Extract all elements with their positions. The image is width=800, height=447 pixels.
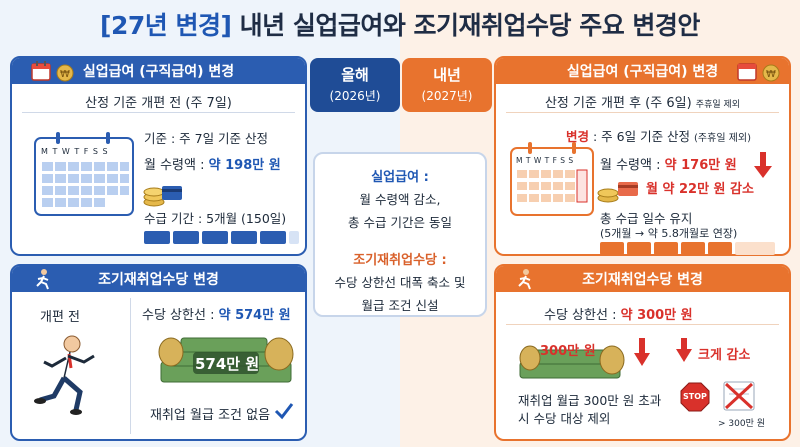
running-person-icon: [36, 269, 49, 290]
current-cap-value: 약 574만 원: [218, 308, 291, 323]
next-subtitle: 산정 기준 개편 후 (주 6일) 주휴일 제외: [496, 92, 789, 111]
next-year-label: 내년: [433, 66, 461, 84]
next-subtitle-note: 주휴일 제외: [695, 100, 741, 110]
next-monthly-label: 월 수령액 :: [600, 158, 665, 173]
current-subtitle: 산정 기준 개편 전 (주 7일): [85, 96, 232, 111]
running-man-icon: [34, 335, 95, 415]
current-benefit-header-text: 실업급여 (구직급여) 변경: [82, 64, 235, 80]
current-reemployment-card: 조기재취업수당 변경 개편 전 수당 상한선 : 약 574만 원 57: [10, 264, 307, 441]
current-money-label: 574만 원: [195, 355, 260, 373]
over-threshold: > 300만 원: [718, 419, 766, 429]
document-cross-icon: [723, 381, 755, 411]
summary-box: 실업급여 : 월 수령액 감소, 총 수급 기간은 동일 조기재취업수당 : 수…: [313, 152, 487, 317]
next-benefit-header-text: 실업급여 (구직급여) 변경: [566, 64, 719, 80]
next-benefit-card: 실업급여 (구직급여) 변경 ₩ 산정 기준 개편 후 (주 6일) 주휴일 제…: [494, 56, 791, 256]
current-year-value: (2026년): [329, 89, 381, 103]
next-cap: 수당 상한선 : 약 300만 원: [544, 304, 693, 323]
next-money-label: 300만 원: [540, 344, 596, 359]
next-year-value: (2027년): [421, 89, 473, 103]
svg-text:₩: ₩: [60, 69, 70, 80]
current-basis: 기준 : 주 7일 기준 산정: [144, 131, 269, 146]
next-change-note: (주휴일 제외): [694, 133, 752, 144]
current-reemployment-header-text: 조기재취업수당 변경: [98, 272, 219, 288]
summary-reemployment-title: 조기재취업수당 :: [353, 253, 447, 268]
next-keep: 총 수급 일수 유지: [600, 211, 693, 226]
current-monthly: 월 수령액 : 약 198만 원: [144, 154, 281, 173]
current-monthly-label: 월 수령액 :: [144, 158, 209, 173]
money-bag-icon: ₩: [762, 64, 780, 82]
title-rest: 내년 실업급여와 조기재취업수당 주요 변경안: [231, 11, 701, 40]
calendar-icon: [31, 61, 51, 81]
divider: [22, 112, 295, 113]
divider-vertical: [130, 298, 131, 434]
no-condition: 재취업 월급 조건 없음: [150, 408, 271, 423]
calendar-grid-icon: [510, 142, 594, 216]
next-monthly: 월 수령액 : 약 176만 원: [600, 154, 737, 173]
summary-reemployment-line2: 월급 조건 신설: [361, 298, 439, 313]
money-pile-icon: [519, 345, 625, 379]
stop-sign-icon: [680, 382, 710, 412]
next-subtitle-text: 산정 기준 개편 후 (주 6일): [544, 96, 692, 111]
summary-benefit-title: 실업급여 :: [371, 170, 429, 185]
coins-card-icon: [143, 186, 182, 207]
divider: [506, 112, 779, 113]
summary-benefit-line2: 총 수급 기간은 동일: [348, 215, 452, 230]
calendar-icon: [737, 63, 757, 81]
summary-reemployment-line1: 수당 상한선 대폭 축소 및: [334, 275, 466, 290]
current-cap-label: 수당 상한선 :: [142, 308, 219, 323]
page-title: [27년 변경] 내년 실업급여와 조기재취업수당 주요 변경안: [0, 6, 800, 42]
next-reemployment-header: 조기재취업수당 변경: [496, 266, 789, 292]
current-cap: 수당 상한선 : 약 574만 원: [142, 304, 291, 323]
current-year-badge: 올해 (2026년): [310, 58, 400, 112]
next-change-text: : 주 6일 기준 산정: [589, 129, 695, 144]
next-reemployment-card: 조기재취업수당 변경 수당 상한선 : 약 300만 원 300만 원 크게 감…: [494, 264, 791, 441]
summary-benefit-line1: 월 수령액 감소,: [359, 192, 441, 207]
condition-line2: 시 수당 대상 제외: [518, 411, 611, 426]
current-benefit-card: 실업급여 (구직급여) 변경 ₩ 산정 기준 개편 전 (주 7일) M T W…: [10, 56, 307, 256]
running-person-icon: [518, 269, 531, 290]
down-arrow-icon: [634, 338, 650, 366]
next-cap-value: 약 300만 원: [620, 308, 693, 323]
calendar-weekdays: M T W T F S S: [516, 156, 574, 165]
next-change: 변경 : 주 6일 기준 산정 (주휴일 제외): [566, 126, 751, 145]
title-highlight: [27년 변경]: [100, 11, 232, 40]
condition-line1: 재취업 월급 300만 원 초과: [518, 393, 662, 408]
divider: [506, 324, 779, 325]
next-year-badge: 내년 (2027년): [402, 58, 492, 112]
stop-sign-text: STOP: [683, 392, 707, 401]
current-year-label: 올해: [341, 66, 369, 84]
next-cap-label: 수당 상한선 :: [544, 308, 621, 323]
money-bag-icon: ₩: [56, 64, 74, 82]
money-pile-icon: [158, 337, 294, 383]
calendar-weekdays: M T W T F S S: [41, 147, 109, 156]
check-icon: [274, 403, 294, 420]
calendar-grid-icon: [34, 132, 134, 216]
svg-text:₩: ₩: [766, 69, 776, 80]
next-change-label: 변경: [566, 129, 590, 144]
current-monthly-value: 약 198만 원: [208, 158, 281, 173]
next-monthly-value: 약 176만 원: [664, 158, 737, 173]
current-reemployment-header: 조기재취업수당 변경: [12, 266, 305, 292]
down-arrow-icon: [754, 152, 772, 178]
next-decrease: 월 약 22만 원 감소: [646, 182, 754, 197]
next-extend: (5개월 → 약 5.8개월로 연장): [600, 227, 738, 240]
down-arrow-icon: [676, 338, 692, 362]
before-label: 개편 전: [40, 310, 81, 325]
current-period: 수급 기간 : 5개월 (150일): [144, 211, 287, 226]
next-reemployment-header-text: 조기재취업수당 변경: [582, 272, 703, 288]
coins-card-icon: [597, 182, 638, 203]
big-decrease: 크게 감소: [698, 348, 751, 363]
